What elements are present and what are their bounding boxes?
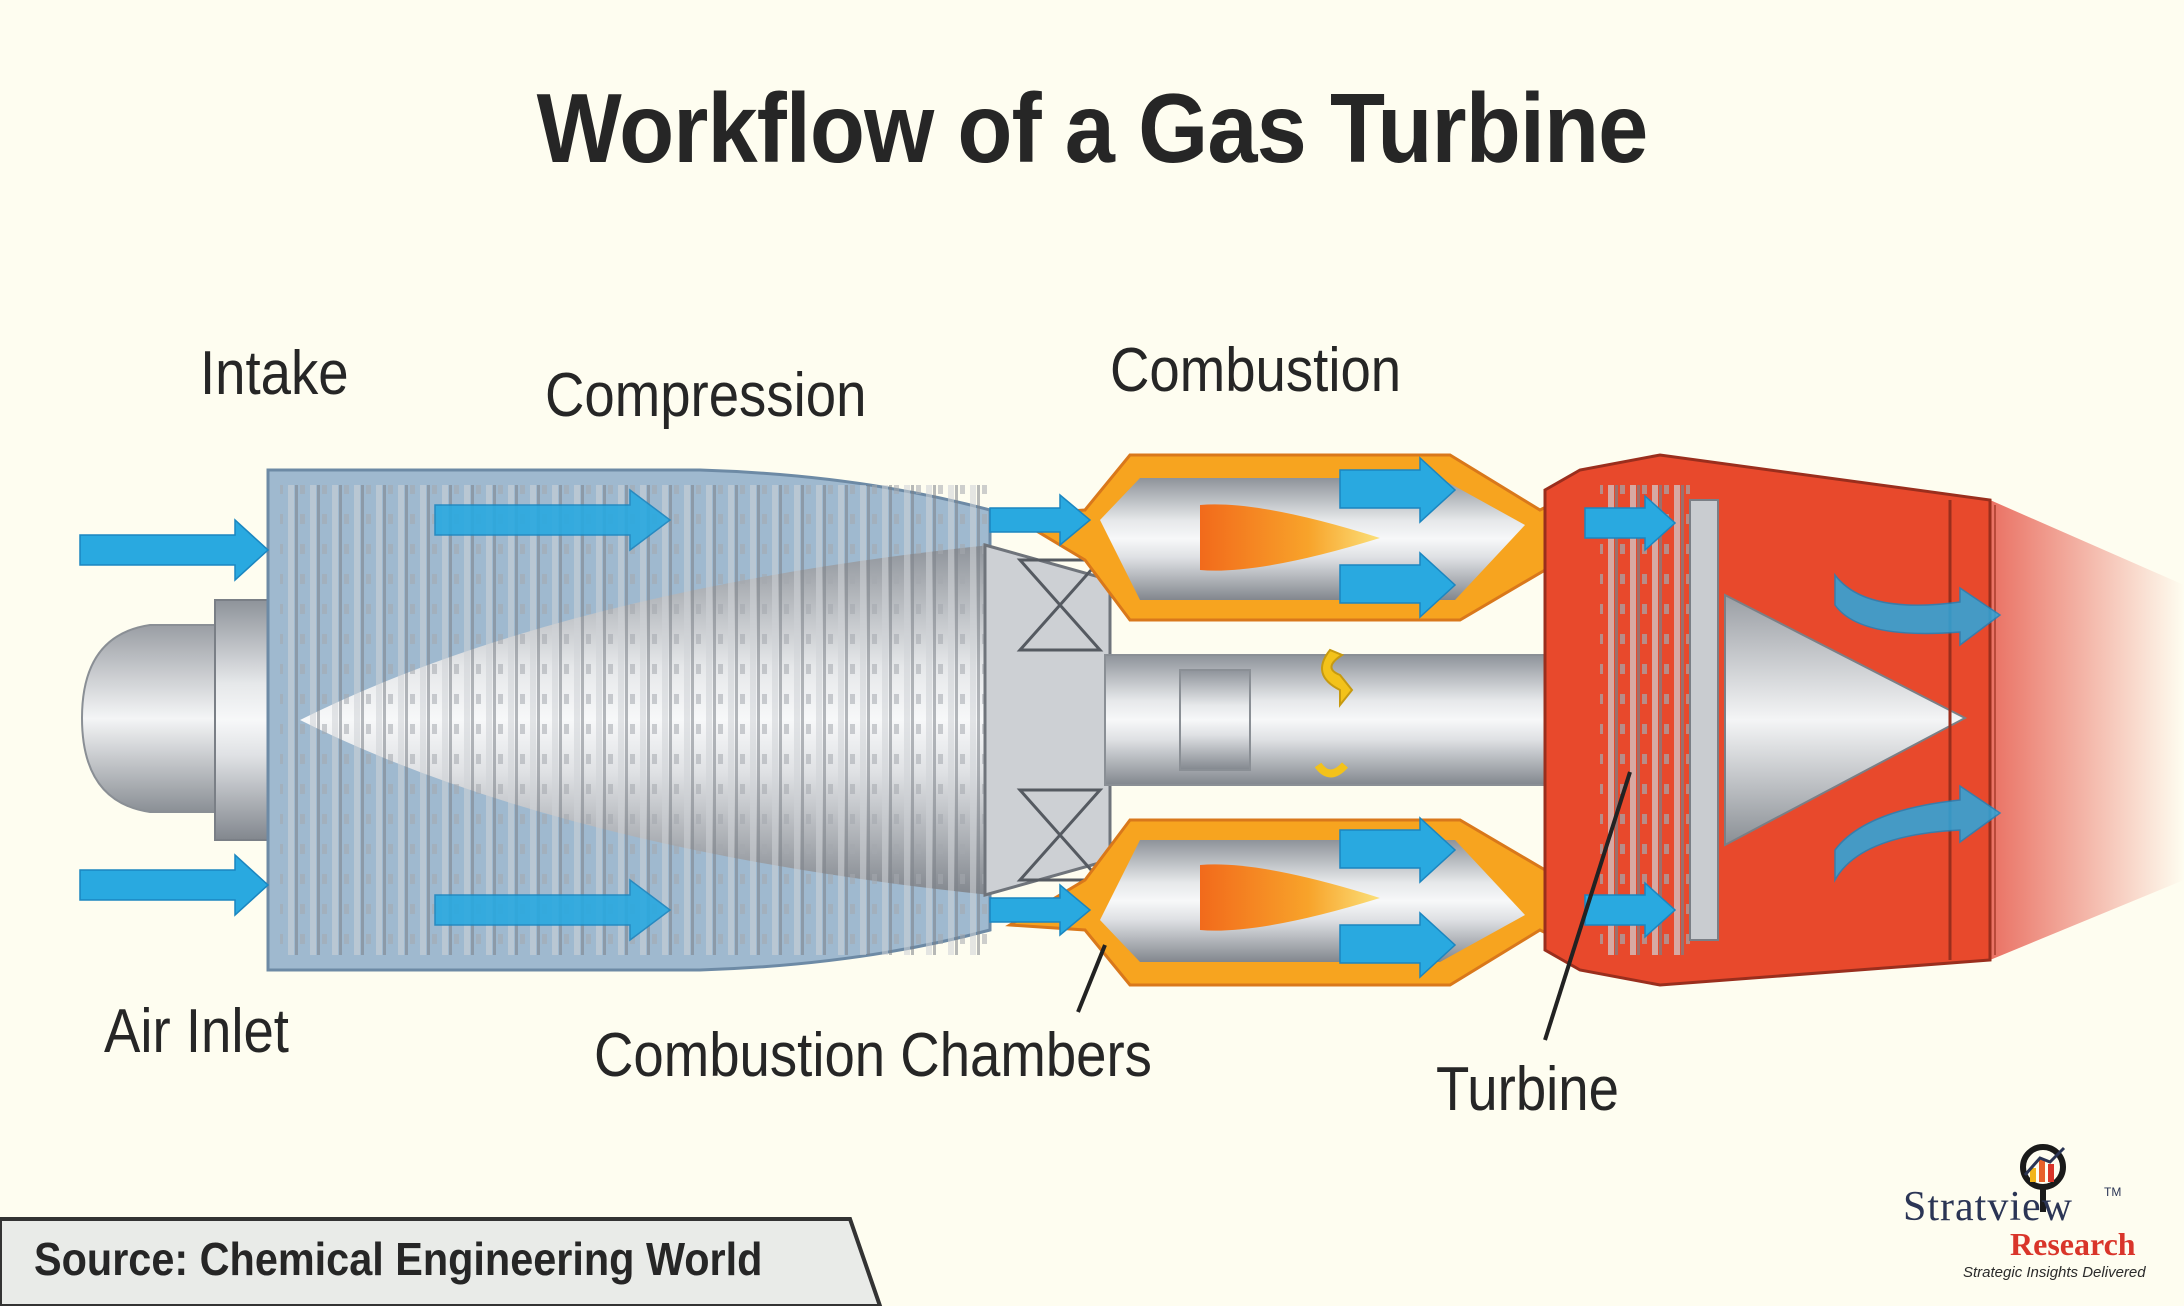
label-compression: Compression xyxy=(545,361,867,430)
arrow-exhaust-bottom xyxy=(1834,784,2002,883)
arrow-chamber-top-2 xyxy=(1339,551,1457,619)
label-intake: Intake xyxy=(200,339,349,408)
arrow-turbine-top xyxy=(1584,494,1677,552)
arrow-air-inlet-top xyxy=(79,518,270,582)
flame-top xyxy=(1200,504,1380,571)
logo-tagline: Strategic Insights Delivered xyxy=(1963,1264,2146,1281)
arrow-air-inlet-bottom xyxy=(79,853,270,917)
compressor-blades xyxy=(280,485,990,955)
arrow-chamber-bottom-1 xyxy=(1339,816,1457,884)
arrow-compression-bottom xyxy=(434,878,672,942)
arrow-combustor-in-bottom xyxy=(989,883,1092,937)
flame-bottom xyxy=(1200,864,1380,931)
exhaust-cone xyxy=(1724,593,1968,847)
arrow-combustor-in-top xyxy=(989,493,1092,547)
leader-line-turbine xyxy=(1543,771,1632,1041)
source-citation: Source: Chemical Engineering World xyxy=(34,1233,763,1285)
rotation-arrow-icon xyxy=(1321,648,1354,708)
airflow-arrows xyxy=(79,456,2002,979)
rotation-arrow-icon xyxy=(1314,762,1348,778)
logo-sub: Research xyxy=(2010,1226,2136,1262)
logo-name: Stratview xyxy=(1903,1184,2073,1230)
exhaust-plume xyxy=(1990,500,2184,960)
arrow-compression-top xyxy=(434,488,672,552)
label-combustion: Combustion xyxy=(1110,336,1402,405)
arrow-chamber-top-1 xyxy=(1339,456,1457,524)
page-title: Workflow of a Gas Turbine xyxy=(536,73,1649,183)
leader-line-combustion-chambers xyxy=(1076,944,1107,1013)
logo-trademark: TM xyxy=(2104,1185,2122,1199)
arrow-turbine-bottom xyxy=(1584,881,1677,939)
diffuser xyxy=(983,543,1112,897)
label-air-inlet: Air Inlet xyxy=(104,997,289,1066)
source-box xyxy=(0,1217,883,1306)
arrow-chamber-bottom-2 xyxy=(1339,911,1457,979)
arrow-exhaust-top xyxy=(1834,572,2002,647)
label-combustion-chambers: Combustion Chambers xyxy=(594,1021,1152,1090)
turbine-stages xyxy=(1600,485,1690,955)
stratview-logo-icon xyxy=(2020,1144,2066,1212)
label-turbine: Turbine xyxy=(1436,1055,1619,1124)
